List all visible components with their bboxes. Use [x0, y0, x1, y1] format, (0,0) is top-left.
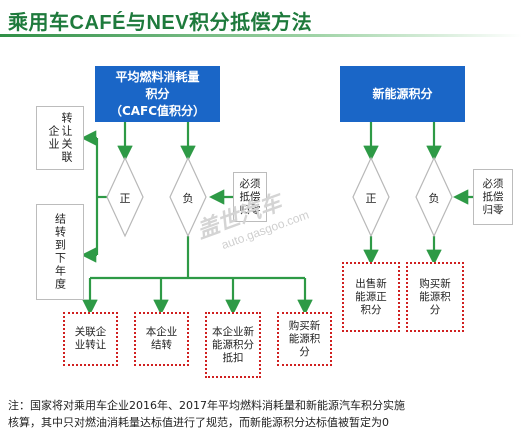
left-negative-label: 负	[182, 192, 194, 205]
buy-nev-right-box: 购买新能源积分	[406, 262, 464, 332]
nev-header: 新能源积分	[340, 66, 465, 122]
self-nev-offset-box: 本企业新能源积分抵扣	[205, 312, 261, 378]
left-positive-label: 正	[119, 192, 131, 205]
must-offset-left-label: 必须抵偿归零	[239, 177, 261, 216]
cafc-header: 平均燃料消耗量 积分 （CAFC值积分）	[95, 66, 220, 122]
left-negative-diamond	[169, 156, 207, 238]
sell-nev-label: 出售新能源正积分	[355, 277, 387, 316]
title-divider	[0, 34, 522, 37]
buy-nev-right-label: 购买新能源积分	[419, 277, 451, 316]
related-transfer-label: 关联企业转让	[74, 326, 107, 351]
left-positive-diamond	[106, 156, 144, 238]
transfer-label: 转让关联企业	[47, 112, 73, 164]
self-nev-offset-label: 本企业新能源积分抵扣	[212, 325, 254, 364]
self-carry-label: 本企业结转	[145, 326, 178, 351]
self-carry-box: 本企业结转	[134, 312, 189, 366]
buy-nev-left-label: 购买新能源积分	[288, 319, 321, 358]
must-offset-left-box: 必须抵偿归零	[233, 172, 267, 222]
related-transfer-box: 关联企业转让	[63, 312, 118, 366]
right-positive-diamond	[352, 156, 390, 238]
right-positive-label: 正	[365, 192, 377, 205]
buy-nev-left-box: 购买新能源积分	[277, 312, 332, 366]
must-offset-right-box: 必须抵偿归零	[473, 169, 513, 225]
footnote-line1: 注：国家将对乘用车企业2016年、2017年平均燃料消耗量和新能源汽车积分实施	[8, 399, 405, 412]
right-negative-diamond	[415, 156, 453, 238]
carry-box: 结转到下年度	[36, 204, 84, 300]
must-offset-right-label: 必须抵偿归零	[482, 177, 504, 216]
cafc-header-line2: 积分	[145, 86, 170, 101]
cafc-header-line3: （CAFC值积分）	[109, 103, 206, 118]
carry-label: 结转到下年度	[53, 213, 67, 291]
sell-nev-box: 出售新能源正积分	[342, 262, 400, 332]
page-title: 乘用车CAFÉ与NEV积分抵偿方法	[8, 12, 313, 34]
footnote-line2: 核算，其中只对燃油消耗量达标值进行了规范，而新能源积分达标值被暂定为0	[8, 416, 389, 429]
cafc-header-line1: 平均燃料消耗量	[115, 69, 200, 84]
footnote: 注：国家将对乘用车企业2016年、2017年平均燃料消耗量和新能源汽车积分实施 …	[8, 397, 518, 431]
transfer-box: 转让关联企业	[36, 106, 84, 170]
nev-header-label: 新能源积分	[372, 86, 433, 101]
right-negative-label: 负	[428, 192, 440, 205]
